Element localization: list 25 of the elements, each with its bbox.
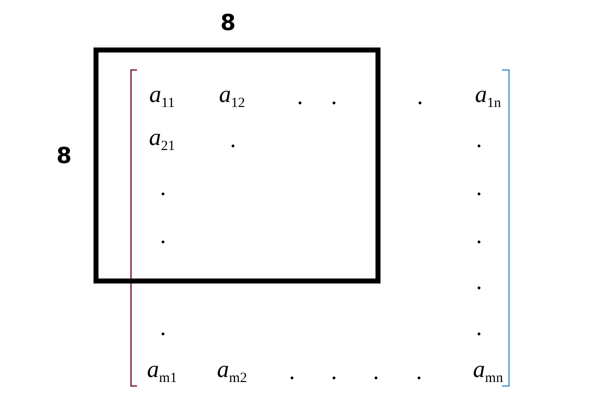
matrix-entry: .: [476, 128, 482, 152]
matrix-entry: .: [160, 316, 166, 340]
matrix-entry: .: [476, 270, 482, 294]
matrix-entry: a$_{1n}$: [475, 83, 501, 111]
matrix-entry: .: [476, 316, 482, 340]
matrix-entry: .: [289, 360, 295, 384]
matrix-entry: a$_{12}$: [219, 83, 245, 111]
matrix-entry: a$_{mn}$: [473, 358, 503, 386]
matrix-entry: .: [297, 85, 303, 109]
matrix-entry: .: [331, 85, 337, 109]
matrix-entry: .: [331, 360, 337, 384]
matrix-entry: .: [160, 224, 166, 248]
matrix-entry: .: [373, 360, 379, 384]
matrix-entry: .: [476, 224, 482, 248]
matrix-entry: a$_{21}$: [149, 126, 175, 154]
matrix-entry: .: [160, 176, 166, 200]
matrix-entry: .: [416, 360, 422, 384]
matrix-entry: .: [230, 128, 236, 152]
matrix-entry: .: [476, 176, 482, 200]
matrix-entry: a$_{m1}$: [147, 358, 177, 386]
dimension-label: 8: [220, 13, 236, 35]
matrix-entry: .: [417, 85, 423, 109]
matrix-entry: a$_{11}$: [149, 83, 175, 111]
dimension-label: 8: [56, 146, 72, 168]
matrix-entry: a$_{m2}$: [217, 358, 247, 386]
